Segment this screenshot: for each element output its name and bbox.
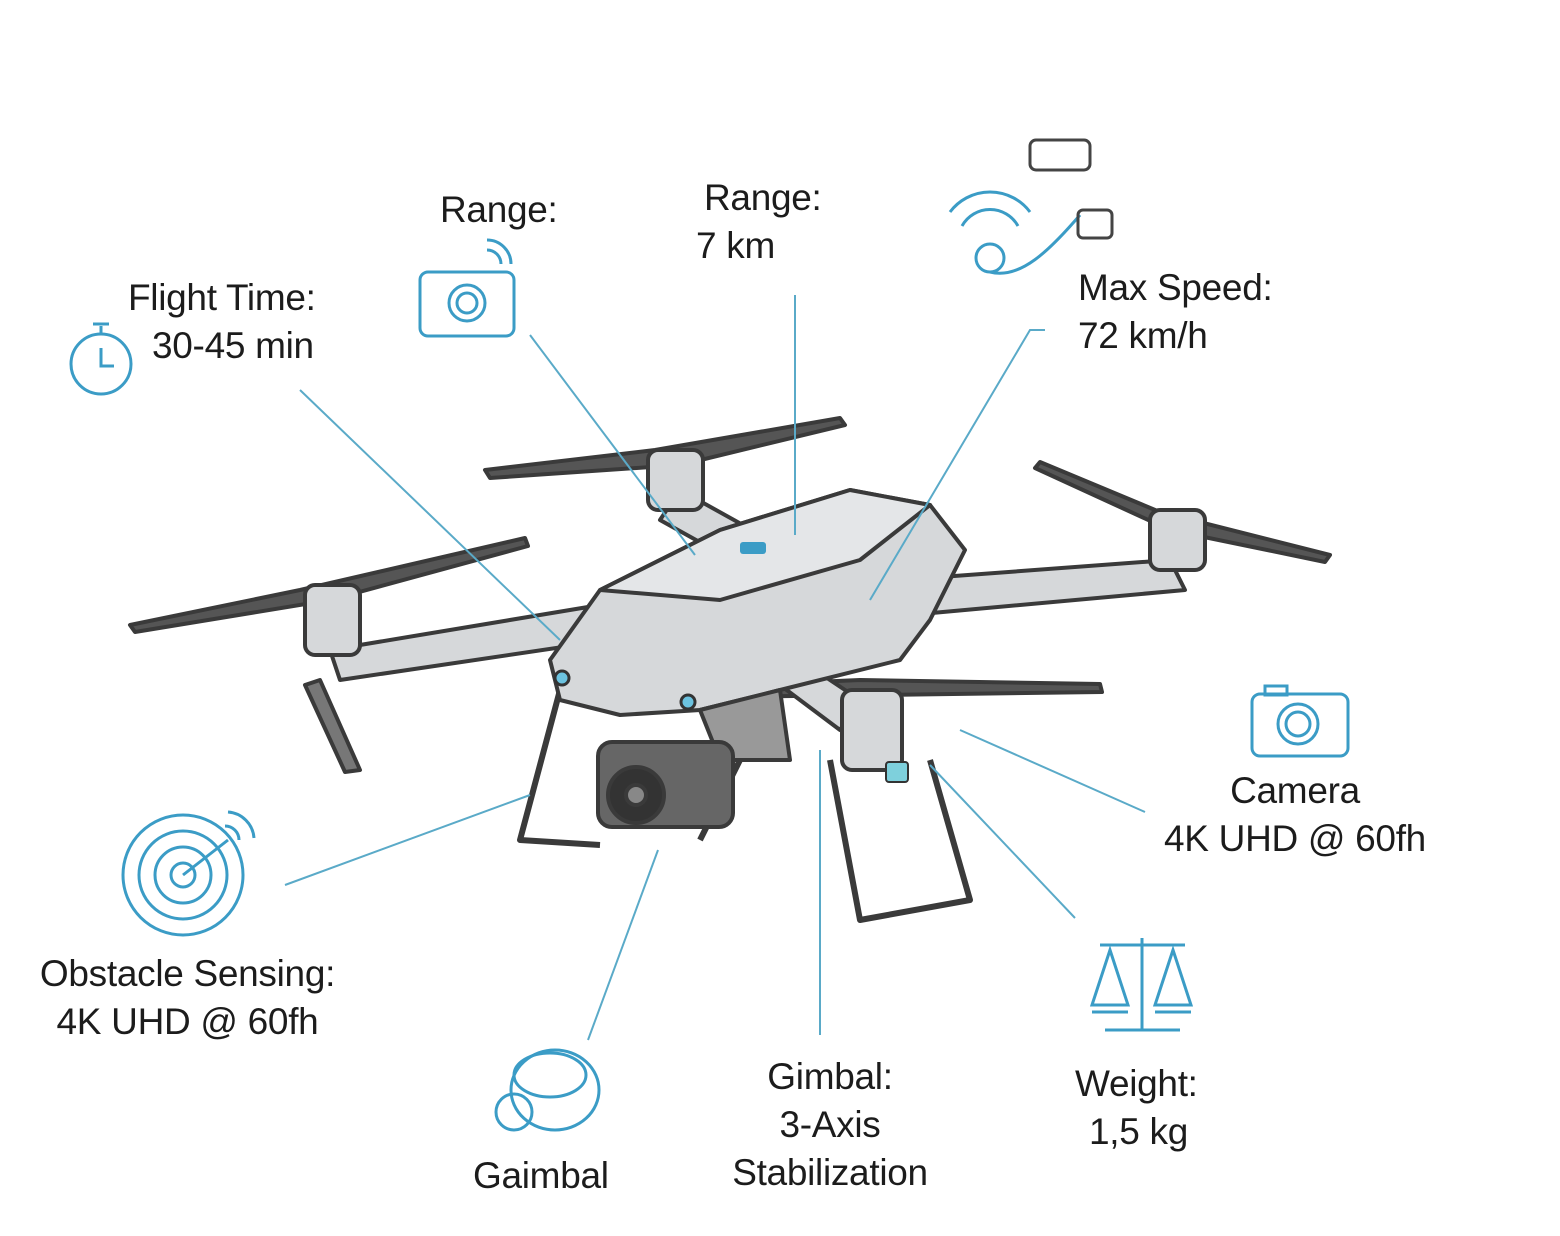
obstacle-label: Obstacle Sensing: 4K UHD @ 60fh (10, 950, 365, 1046)
camera-value: 4K UHD @ 60fh (1164, 818, 1426, 859)
flight-time-title: Flight Time: (128, 277, 316, 318)
range-b-value: 7 km (696, 225, 775, 266)
camera-label: Camera 4K UHD @ 60fh (1140, 767, 1450, 863)
radar-icon (121, 810, 256, 937)
gimbal-label: Gimbal: 3-Axis Stabilization (700, 1053, 960, 1197)
obstacle-title: Obstacle Sensing: (39, 953, 336, 994)
gimbal-stabilization: Stabilization (732, 1152, 928, 1193)
callout-lines (284, 295, 1146, 1041)
camera-wireless-icon (418, 238, 516, 338)
range-a-title: Range: (440, 189, 558, 230)
gimbal-title: Gimbal: (767, 1056, 893, 1097)
range-b-title: Range: (704, 177, 822, 218)
gimbal-axis: 3-Axis (779, 1104, 881, 1145)
camera-icon (1250, 684, 1350, 758)
camera-title: Camera (1230, 770, 1360, 811)
obstacle-value: 4K UHD @ 60fh (56, 1001, 319, 1042)
stopwatch-icon (69, 322, 133, 396)
weight-value: 1,5 kg (1089, 1111, 1188, 1152)
flight-time-label: Flight Time: 30-45 min (128, 274, 316, 370)
flight-time-value: 30-45 min (152, 325, 314, 366)
max-speed-value: 72 km/h (1078, 315, 1208, 356)
range-b-label: Range: 7 km (696, 174, 822, 270)
max-speed-title: Max Speed: (1078, 267, 1273, 308)
weight-title: Weight: (1075, 1063, 1198, 1104)
max-speed-label: Max Speed: 72 km/h (1078, 264, 1273, 360)
wifi-drone-icon (948, 138, 1114, 275)
weight-label: Weight: 1,5 kg (1075, 1060, 1198, 1156)
scale-icon (1089, 938, 1194, 1032)
gaimbal-title: Gaimbal (473, 1155, 609, 1196)
gimbal-icon (494, 1048, 601, 1132)
